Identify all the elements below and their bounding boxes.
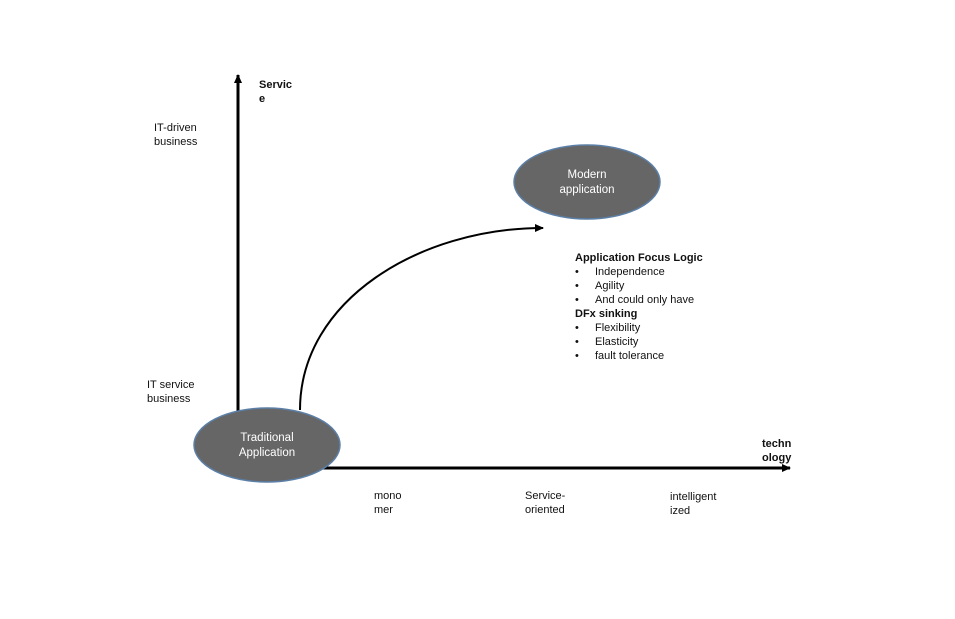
list-item: Independence bbox=[575, 265, 703, 279]
notes-heading-dfx-sinking: DFx sinking bbox=[575, 308, 638, 320]
x-level-second-label: Service- oriented bbox=[525, 490, 566, 516]
y-level-top-label: IT-driven business bbox=[154, 122, 198, 148]
traditional-application-label: Traditional Application bbox=[238, 432, 296, 459]
list-item: And could only have bbox=[575, 293, 703, 307]
dfx-sinking-list: Flexibility Elasticity fault tolerance bbox=[575, 321, 703, 363]
x-axis-title: techn ology bbox=[762, 438, 792, 464]
list-item: Flexibility bbox=[575, 321, 703, 335]
list-item: fault tolerance bbox=[575, 349, 703, 363]
modern-application-label: Modern application bbox=[559, 169, 615, 196]
list-item: Elasticity bbox=[575, 335, 703, 349]
x-level-first-label: mono mer bbox=[374, 490, 402, 516]
y-axis-title: Servic e bbox=[259, 79, 293, 105]
evolution-arrow bbox=[299, 224, 544, 411]
list-item: Agility bbox=[575, 279, 703, 293]
modern-application-node bbox=[513, 144, 661, 220]
application-notes: Application Focus Logic Independence Agi… bbox=[575, 251, 703, 363]
x-level-third-label: intelligent ized bbox=[670, 491, 717, 517]
focus-logic-list: Independence Agility And could only have bbox=[575, 265, 703, 307]
notes-heading-focus-logic: Application Focus Logic bbox=[575, 252, 703, 264]
traditional-application-node bbox=[193, 407, 341, 483]
y-level-bottom-label: IT service business bbox=[147, 379, 195, 405]
